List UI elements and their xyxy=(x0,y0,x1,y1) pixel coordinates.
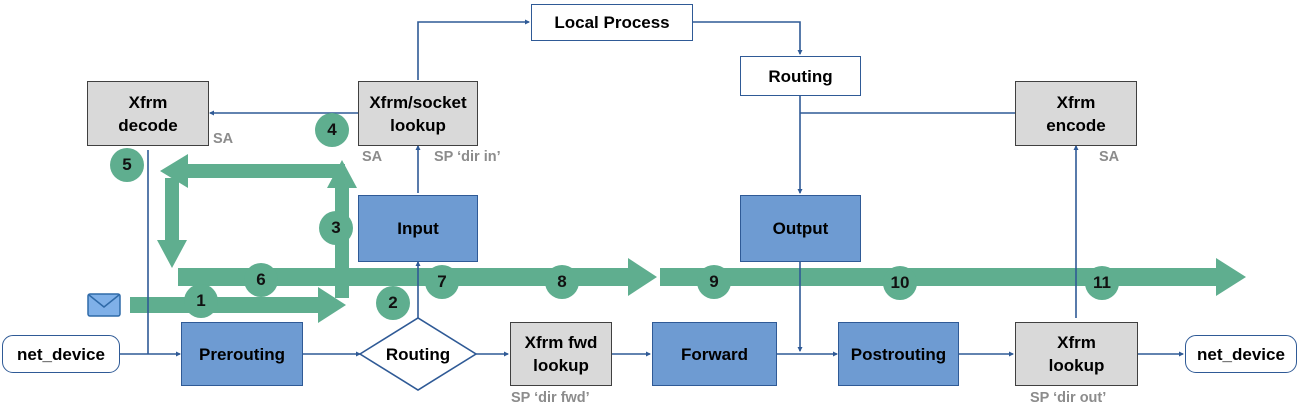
net-device-in: net_device xyxy=(2,335,120,373)
prerouting-hook: Prerouting xyxy=(181,322,303,386)
step-marker-8: 8 xyxy=(545,265,579,299)
sp-dir-in-label: SP ‘dir in’ xyxy=(434,149,501,165)
sa-label-encode: SA xyxy=(1099,149,1120,165)
postrouting-hook: Postrouting xyxy=(838,322,959,386)
routing-decision-diamond xyxy=(358,317,478,391)
flow-arrow-ingress xyxy=(130,287,346,323)
step-marker-4: 4 xyxy=(315,113,349,147)
xfrm-socket-lookup: Xfrm/socket lookup xyxy=(358,81,478,146)
xfrm-lookup: Xfrm lookup xyxy=(1015,322,1138,386)
routing-local-out: Routing xyxy=(740,56,861,96)
connector-localprocess-routing xyxy=(693,21,803,55)
connector-socket-localprocess xyxy=(417,19,530,80)
net-device-out: net_device xyxy=(1185,335,1297,373)
step-marker-10: 10 xyxy=(883,266,917,300)
xfrm-encode: Xfrm encode xyxy=(1015,81,1137,146)
sa-label-decode: SA xyxy=(213,131,234,147)
flow-arrow-down xyxy=(157,178,187,268)
flow-arrow-left xyxy=(160,154,345,188)
local-process: Local Process xyxy=(531,4,693,41)
step-marker-1: 1 xyxy=(184,284,218,318)
input-hook: Input xyxy=(358,195,478,262)
output-hook: Output xyxy=(740,195,861,262)
step-marker-6: 6 xyxy=(244,263,278,297)
forward-hook: Forward xyxy=(652,322,777,386)
sp-dir-fwd-label: SP ‘dir fwd’ xyxy=(511,390,590,406)
step-marker-5: 5 xyxy=(110,148,144,182)
xfrm-decode: Xfrm decode xyxy=(87,81,209,146)
xfrm-fwd-lookup: Xfrm fwd lookup xyxy=(510,322,612,386)
step-marker-11: 11 xyxy=(1085,266,1119,300)
sa-label-socket: SA xyxy=(362,149,383,165)
sp-dir-out-label: SP ‘dir out’ xyxy=(1030,390,1107,406)
step-marker-9: 9 xyxy=(697,265,731,299)
step-marker-7: 7 xyxy=(425,265,459,299)
step-marker-2: 2 xyxy=(376,286,410,320)
step-marker-3: 3 xyxy=(319,211,353,245)
routing-decision-label: Routing xyxy=(385,344,451,364)
flow-arrow-egress xyxy=(660,258,1246,296)
